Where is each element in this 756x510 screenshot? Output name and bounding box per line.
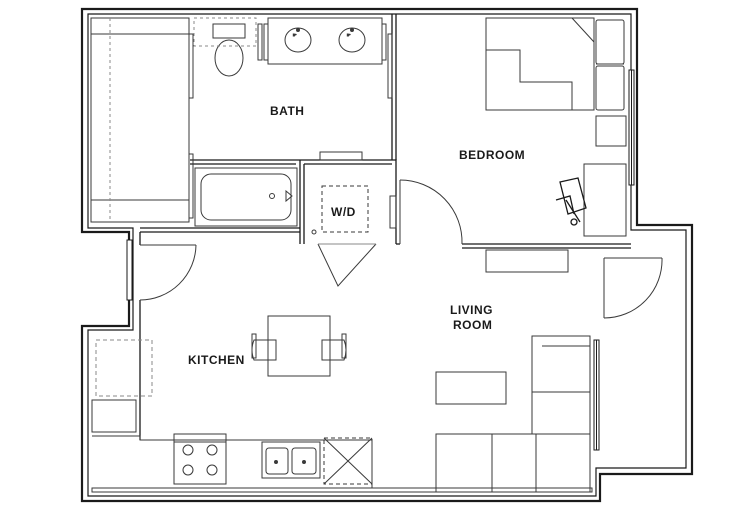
bedroom-furniture	[485, 17, 627, 237]
desk-chair-icon	[555, 177, 587, 226]
door-swing-icon	[139, 179, 663, 319]
coffee-table-icon	[435, 371, 507, 405]
interior-walls	[139, 14, 631, 440]
sofa-icon	[435, 335, 591, 493]
sink-mark-text: B°	[293, 33, 297, 37]
tv-console	[485, 249, 569, 273]
room-label-living-line1: LIVING	[450, 303, 493, 317]
bed-icon	[90, 17, 194, 223]
toilet-icon	[193, 17, 263, 77]
dishwasher-icon	[323, 437, 373, 485]
room-label-laundry: W/D	[331, 205, 356, 219]
bathtub-icon	[194, 167, 298, 227]
sink-icon: B° B°	[263, 17, 393, 99]
sink-mark-text-2: B°	[347, 33, 351, 37]
window-icon	[126, 69, 635, 451]
desk-icon	[583, 163, 627, 237]
refrigerator-icon	[95, 339, 153, 397]
washer-dryer-icon	[311, 151, 397, 287]
exterior-walls	[80, 7, 694, 503]
room-label-bedroom: BEDROOM	[459, 148, 525, 162]
stove-icon	[173, 433, 227, 485]
room-label-kitchen: KITCHEN	[188, 353, 245, 367]
kitchen-sink-icon	[261, 441, 321, 479]
bed-icon	[485, 17, 595, 111]
room-label-living-line2: ROOM	[453, 318, 492, 332]
room-label-bath: BATH	[270, 104, 304, 118]
dining-table-icon	[251, 315, 347, 377]
kitchen-counter	[91, 399, 593, 493]
